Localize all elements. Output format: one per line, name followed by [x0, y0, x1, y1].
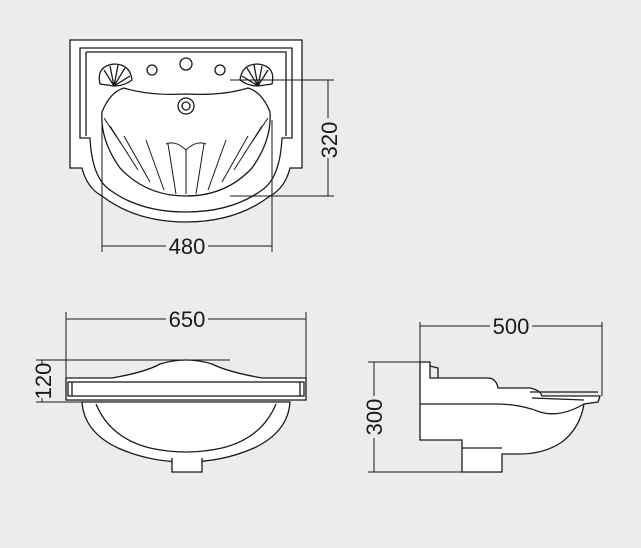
top-view: [69, 39, 303, 223]
dimension-120-label: 120: [31, 363, 56, 400]
waste-hole: [177, 97, 195, 115]
side-view-body: [419, 361, 601, 473]
side-view: [419, 361, 601, 473]
top-view-inner-rim: [79, 47, 293, 213]
front-view-bowl: [81, 401, 291, 463]
tap-hole-center: [179, 57, 193, 71]
shell-ornament-left: [98, 63, 133, 87]
dimension-320-label: 320: [317, 122, 342, 159]
dimension-300-label: 300: [362, 399, 387, 436]
front-view-ledge: [65, 359, 307, 401]
shell-bowl: [101, 87, 271, 197]
tap-hole-right: [214, 64, 226, 76]
dimension-650-label: 650: [169, 307, 206, 332]
top-view-rim-border: [86, 51, 287, 136]
front-view-ledge-band: [67, 381, 305, 397]
front-view: [65, 359, 307, 473]
dimension-480-label: 480: [169, 234, 206, 259]
shell-ribs: [103, 117, 269, 195]
dimension-500-label: 500: [493, 314, 530, 339]
tap-hole-left: [146, 64, 158, 76]
front-view-waste: [171, 458, 203, 473]
